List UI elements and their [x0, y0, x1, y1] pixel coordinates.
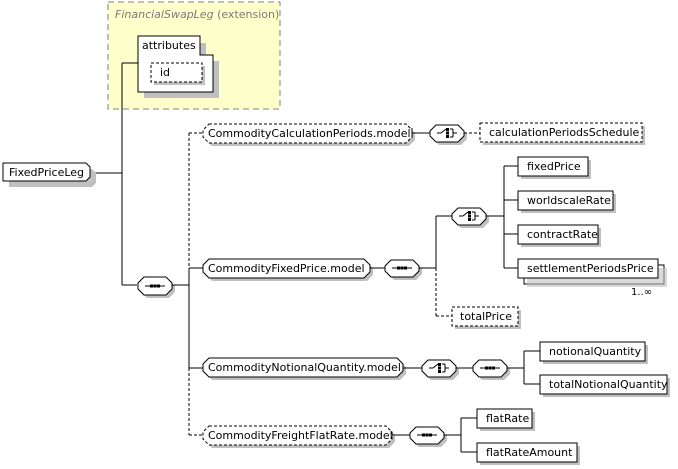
- group-fixed-price-label[interactable]: CommodityFixedPrice.model: [208, 262, 365, 275]
- extension-base-name: FinancialSwapLeg: [115, 8, 214, 21]
- group-freight-flat-rate: [202, 425, 393, 446]
- element-notional-quantity: [539, 341, 646, 362]
- element-flat-rate: [476, 408, 533, 429]
- group-fixed-price: [202, 258, 371, 279]
- notional-quantity-label[interactable]: notionalQuantity: [549, 345, 642, 358]
- settlement-periods-price-label[interactable]: settlementPeriodsPrice: [527, 262, 654, 275]
- group-calculation-periods-label[interactable]: CommodityCalculationPeriods.model: [208, 127, 411, 140]
- total-notional-quantity-label[interactable]: totalNotionalQuantity: [549, 378, 668, 391]
- attributes-label: attributes: [142, 39, 196, 52]
- root-element-label[interactable]: FixedPriceLeg: [9, 166, 85, 179]
- element-calculation-periods-schedule: [479, 122, 643, 143]
- total-price-label[interactable]: totalPrice: [460, 310, 512, 323]
- element-settlement-periods-price: [517, 258, 659, 279]
- element-total-notional-quantity: [539, 374, 668, 395]
- group-notional-quantity: [202, 357, 404, 378]
- attribute-id[interactable]: id: [160, 66, 171, 79]
- element-total-price: [451, 306, 519, 327]
- group-freight-flat-rate-label[interactable]: CommodityFreightFlatRate.model: [208, 429, 393, 442]
- worldscale-rate-label[interactable]: worldscaleRate: [527, 194, 611, 207]
- occurrence-label: 1..∞: [631, 287, 653, 298]
- group-calculation-periods: [202, 123, 413, 144]
- element-worldscale-rate: [517, 190, 614, 211]
- flat-rate-label[interactable]: flatRate: [486, 412, 530, 425]
- group-notional-quantity-label[interactable]: CommodityNotionalQuantity.model: [208, 361, 401, 374]
- element-contract-rate: [517, 224, 599, 245]
- element-fixed-price: [517, 156, 589, 177]
- contract-rate-label[interactable]: contractRate: [527, 228, 598, 241]
- element-flat-rate-amount: [476, 442, 578, 463]
- extension-suffix: (extension): [217, 8, 280, 21]
- root-element-box: [2, 162, 91, 182]
- attribute-id-box: [150, 62, 203, 83]
- extension-title: FinancialSwapLeg (extension): [115, 8, 279, 21]
- flat-rate-amount-label[interactable]: flatRateAmount: [486, 446, 573, 459]
- fixed-price-label[interactable]: fixedPrice: [527, 160, 581, 173]
- calculation-periods-schedule-label[interactable]: calculationPeriodsSchedule: [489, 126, 640, 139]
